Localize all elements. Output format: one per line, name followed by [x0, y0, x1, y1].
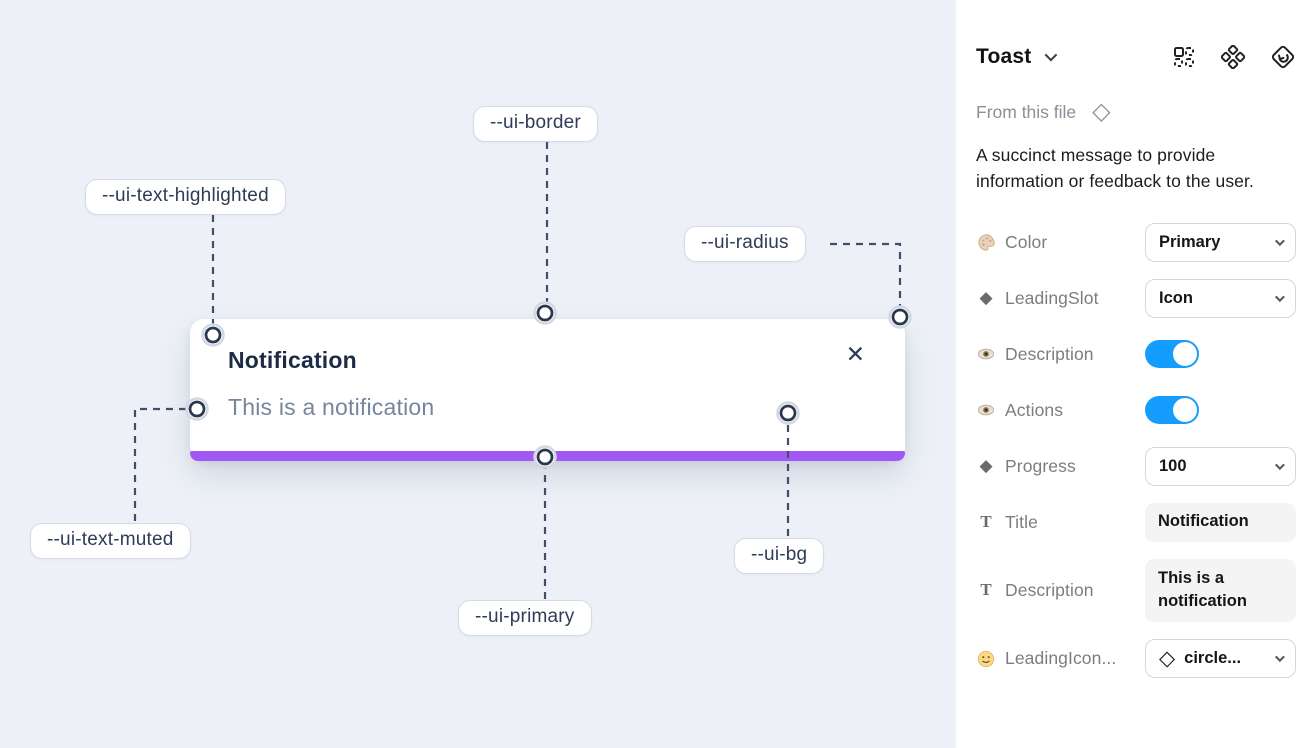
component-description: A succinct message to provide informatio… [976, 145, 1254, 192]
prop-row-color: Color Primary [976, 222, 1296, 262]
prop-label: Description [1005, 343, 1094, 364]
palette-icon [976, 233, 996, 252]
chevron-down-icon [1274, 459, 1285, 470]
design-canvas[interactable]: Notification This is a notification ✕ --… [0, 0, 956, 748]
label-ui-primary[interactable]: --ui-primary [458, 600, 592, 636]
toast-component[interactable]: Notification This is a notification ✕ [190, 319, 905, 461]
prop-row-leadingslot: ◆ LeadingSlot Icon [976, 278, 1296, 318]
source-label: From this file [976, 101, 1077, 122]
prop-row-description-text: T Description This is a notification [976, 558, 1296, 623]
chevron-down-icon[interactable] [1045, 48, 1058, 61]
prop-label: LeadingIcon... [1005, 648, 1117, 669]
smiley-icon [976, 650, 996, 668]
component-grid-icon[interactable] [1172, 45, 1196, 69]
label-ui-text-highlighted[interactable]: --ui-text-highlighted [85, 179, 286, 215]
prop-label: Color [1005, 231, 1048, 252]
text-icon: T [980, 512, 992, 531]
prop-label: Actions [1005, 399, 1064, 420]
title-field[interactable]: Notification [1145, 502, 1296, 542]
leadingicon-select[interactable]: ◇ circle... [1145, 639, 1296, 679]
select-value: Primary [1159, 232, 1221, 251]
toggle-knob [1173, 342, 1197, 366]
leadingslot-select[interactable]: Icon [1145, 278, 1296, 318]
prop-label: LeadingSlot [1005, 287, 1099, 308]
chevron-down-icon [1274, 291, 1285, 302]
prop-label: Progress [1005, 455, 1076, 476]
prop-label: Description [1005, 579, 1094, 600]
toast-progress-bar [190, 451, 905, 461]
progress-select[interactable]: 100 [1145, 446, 1296, 486]
select-value: 100 [1159, 456, 1187, 475]
return-instance-icon[interactable] [1270, 44, 1296, 70]
select-value: circle... [1184, 649, 1242, 668]
eye-icon [976, 401, 996, 419]
prop-row-progress: ◆ Progress 100 [976, 446, 1296, 486]
diamond-icon: ◆ [979, 456, 993, 475]
label-ui-border[interactable]: --ui-border [473, 106, 598, 142]
diamond-outline-icon: ◇ [1159, 647, 1176, 671]
component-diamonds-icon[interactable] [1221, 45, 1245, 69]
select-value: Icon [1159, 288, 1193, 307]
toggle-knob [1173, 398, 1197, 422]
prop-row-title: T Title Notification [976, 502, 1296, 542]
label-ui-bg[interactable]: --ui-bg [734, 538, 825, 574]
actions-toggle[interactable] [1145, 396, 1199, 424]
toast-description: This is a notification [228, 394, 435, 420]
properties-panel: Toast From this file ◇ [956, 0, 1312, 748]
component-name: Toast [976, 45, 1032, 68]
toast-title: Notification [228, 347, 357, 373]
description-toggle[interactable] [1145, 340, 1199, 368]
description-field[interactable]: This is a notification [1145, 558, 1296, 623]
prop-row-leadingicon: LeadingIcon... ◇ circle... [976, 639, 1296, 679]
prop-label: Title [1005, 511, 1038, 532]
prop-row-description-toggle: Description [976, 335, 1296, 374]
label-ui-radius[interactable]: --ui-radius [684, 226, 806, 262]
eye-icon [976, 345, 996, 363]
chevron-down-icon [1274, 235, 1285, 246]
close-icon[interactable]: ✕ [845, 341, 865, 367]
text-icon: T [980, 580, 992, 600]
diamond-icon: ◆ [979, 288, 993, 307]
prop-row-actions-toggle: Actions [976, 391, 1296, 430]
label-ui-text-muted[interactable]: --ui-text-muted [30, 523, 191, 559]
color-select[interactable]: Primary [1145, 222, 1296, 262]
diamond-outline-icon: ◇ [1092, 98, 1111, 125]
chevron-down-icon [1274, 652, 1285, 663]
